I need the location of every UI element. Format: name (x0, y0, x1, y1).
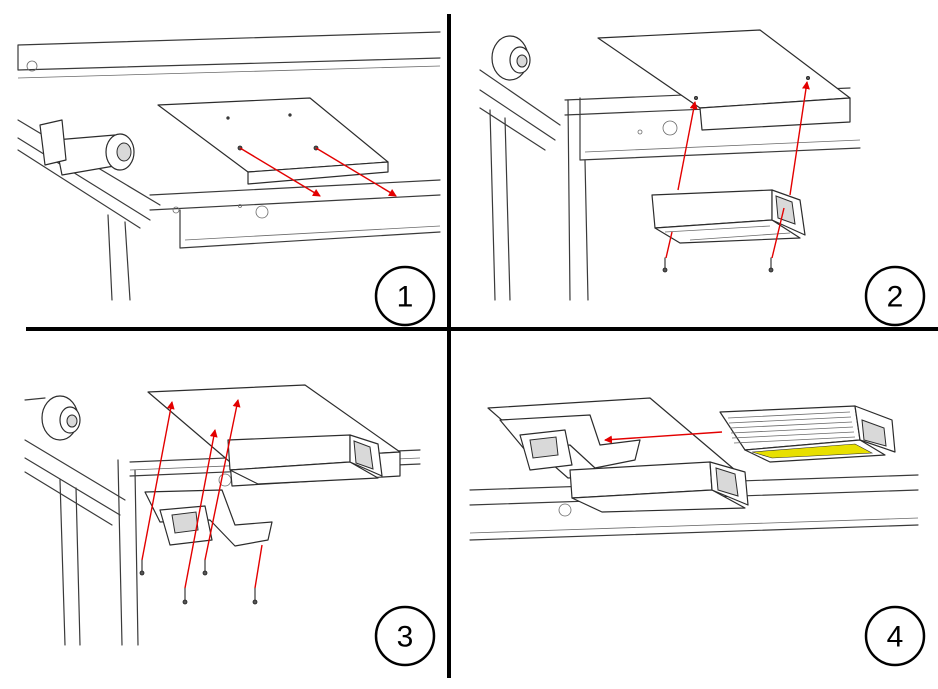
screw (202, 559, 208, 576)
step-badge-2: 2 (864, 265, 926, 327)
step-number-2: 2 (887, 281, 904, 314)
roller (491, 35, 531, 81)
panel-step-1 (17, 31, 441, 301)
screw (182, 587, 188, 605)
panel-step-2 (479, 29, 861, 301)
motor (39, 119, 135, 176)
battery-pack (719, 405, 896, 463)
control-box (569, 461, 749, 513)
step-number-1: 1 (397, 281, 414, 314)
battery-cells (727, 411, 856, 444)
step-number-4: 4 (887, 621, 904, 654)
step-number-3: 3 (397, 621, 414, 654)
mounting-plate (597, 29, 851, 131)
arrow-battery-to-bracket (604, 431, 723, 444)
roller (41, 395, 81, 441)
arrow-screw-right (771, 207, 785, 259)
step-badge-4: 4 (864, 605, 926, 667)
step-badge-1: 1 (374, 265, 436, 327)
arrow-screw-1 (141, 401, 175, 561)
screw (662, 257, 668, 273)
arrow-screw-left (665, 231, 673, 259)
screw (139, 559, 145, 576)
arrow-plate-to-frame-left (239, 147, 321, 197)
arrow-plate-to-frame-right (315, 147, 397, 197)
control-box (227, 434, 383, 485)
bracket (144, 489, 273, 547)
panel-step-3 (24, 384, 421, 646)
panel-step-4 (469, 397, 919, 541)
screw (768, 257, 774, 273)
bracket (499, 414, 641, 471)
arrow-screw-2 (204, 399, 241, 561)
arrow-box-to-plate-right (789, 81, 810, 196)
mounting-plate (157, 97, 389, 185)
arrow-screw-3 (184, 429, 218, 589)
arrow-screw-4 (254, 544, 263, 589)
arrow-box-to-plate-left (677, 101, 698, 191)
screw (252, 587, 258, 605)
step-badge-3: 3 (374, 605, 436, 667)
